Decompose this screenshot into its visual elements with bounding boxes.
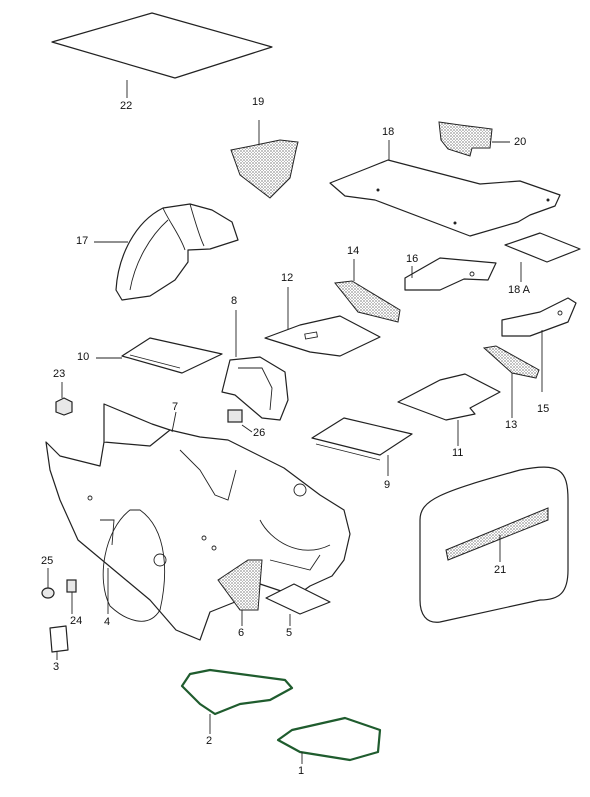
- callout-25: 25: [41, 555, 54, 567]
- callout-18: 18: [382, 126, 395, 138]
- callout-13: 13: [505, 419, 518, 431]
- part-18a-panel: [504, 232, 581, 282]
- callout-9: 9: [384, 479, 391, 491]
- callout-5: 5: [286, 627, 293, 639]
- part-15-panel: [501, 297, 577, 392]
- part-7-body-insulation: [45, 403, 351, 641]
- part-1-floor-mat: [276, 716, 382, 764]
- callout-15: 15: [537, 403, 550, 415]
- callout-12: 12: [281, 272, 294, 284]
- part-22-headliner: [51, 12, 273, 98]
- part-6-pad: [217, 559, 263, 626]
- callout-11: 11: [452, 447, 464, 459]
- part-18-carpet: [329, 140, 561, 237]
- callout-3: 3: [53, 661, 60, 673]
- callout-14: 14: [347, 245, 360, 257]
- part-13-strip: [482, 345, 540, 418]
- callout-17: 17: [76, 235, 89, 247]
- callout-23: 23: [53, 368, 66, 380]
- part-9-panel: [311, 417, 413, 476]
- callout-20: 20: [514, 136, 527, 148]
- part-3-pad: [49, 625, 69, 660]
- callout-26: 26: [253, 427, 266, 439]
- part-12-panel: [264, 287, 381, 357]
- part-10-panel: [96, 337, 223, 374]
- part-11-panel: [397, 373, 501, 446]
- callout-21: 21: [494, 564, 507, 576]
- callout-7: 7: [172, 401, 179, 413]
- part-21-door-panel: [419, 466, 569, 623]
- part-25-plug: [41, 568, 55, 599]
- callout-4: 4: [104, 616, 111, 628]
- part-24-clip: [66, 579, 77, 614]
- part-17-wheelhouse-liner: [94, 203, 239, 301]
- part-8-trim-panel: [221, 310, 289, 421]
- callout-22: 22: [120, 100, 133, 112]
- callout-19: 19: [252, 96, 265, 108]
- part-5-panel: [265, 583, 331, 626]
- part-19-panel: [230, 120, 299, 199]
- part-20-pad: [438, 121, 510, 157]
- part-2-floor-mat: [180, 668, 294, 734]
- callout-8: 8: [231, 295, 238, 307]
- callout-16: 16: [406, 253, 419, 265]
- part-16-panel: [404, 257, 497, 291]
- callout-10: 10: [77, 351, 90, 363]
- callout-1: 1: [298, 765, 305, 777]
- callout-6: 6: [238, 627, 245, 639]
- part-26-clip: [227, 409, 253, 433]
- callout-24: 24: [70, 615, 83, 627]
- part-14-strip: [334, 259, 401, 323]
- part-23-grommet: [55, 382, 73, 416]
- callout-2: 2: [206, 735, 213, 747]
- callout-18a: 18 A: [508, 284, 531, 296]
